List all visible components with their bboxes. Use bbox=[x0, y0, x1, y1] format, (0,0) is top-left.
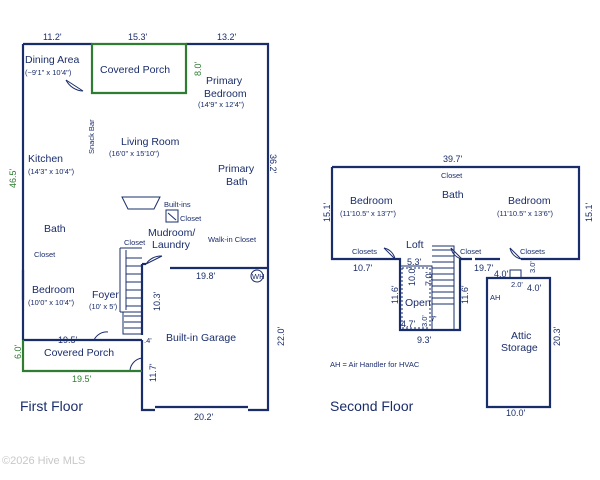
dim-sf-loft-width: 5.3' bbox=[407, 257, 422, 267]
first-floor-walls bbox=[21, 42, 270, 412]
sf-bedroom-right-size: (11'10.5" x 13'6") bbox=[497, 209, 553, 218]
dim-sf-left: 15.1' bbox=[322, 202, 332, 222]
dim-bay-depth: 11.7' bbox=[148, 363, 158, 382]
room-dining: Dining Area bbox=[25, 54, 79, 66]
dim-sf-open-small: 7' bbox=[431, 314, 437, 323]
dim-garage-top: 19.8' bbox=[196, 271, 216, 281]
room-living: Living Room bbox=[121, 136, 180, 148]
dim-porch-width: 19.5' bbox=[58, 335, 78, 345]
sf-bath: Bath bbox=[442, 189, 464, 201]
dim-left-height: 46.5' bbox=[8, 168, 18, 188]
sf-bedroom-left: Bedroom bbox=[350, 195, 393, 207]
room-primary-bedroom-size: (14'9" x 12'4") bbox=[198, 100, 245, 109]
dim-garage-left: 10.3' bbox=[152, 291, 162, 311]
room-closet-b: Closet bbox=[34, 250, 56, 259]
room-walk-in-closet: Walk-in Closet bbox=[208, 235, 257, 244]
sf-closet-top: Closet bbox=[441, 171, 463, 180]
room-closet-a: Closet bbox=[180, 214, 202, 223]
room-built-ins: Built-ins bbox=[164, 200, 191, 209]
sf-open: Open bbox=[405, 297, 431, 309]
room-kitchen-size: (14'3" x 10'4") bbox=[28, 167, 75, 176]
dim-garage-bottom: 20.2' bbox=[194, 412, 214, 422]
label-wh: WH bbox=[252, 272, 265, 281]
room-living-size: (16'0" x 15'10") bbox=[109, 149, 160, 158]
dim-right-height: 36.2' bbox=[268, 154, 278, 174]
dim-sf-loft-right: 11.6' bbox=[460, 285, 470, 304]
dim-top-right: 13.2' bbox=[217, 32, 237, 42]
dim-top-mid: 15.3' bbox=[128, 32, 148, 42]
dim-porch-drop: 8.0' bbox=[193, 61, 203, 76]
sf-legend: AH = Air Handler for HVAC bbox=[330, 360, 420, 369]
dim-garage-right: 22.0' bbox=[276, 326, 286, 346]
room-foyer: Foyer bbox=[92, 289, 119, 301]
sf-loft: Loft bbox=[406, 239, 424, 251]
sf-closets-right: Closets bbox=[520, 247, 545, 256]
sf-bedroom-left-size: (11'10.5" x 13'7") bbox=[340, 209, 396, 218]
room-foyer-size: (10' x 5') bbox=[89, 302, 118, 311]
dim-sf-open-v2: 7.0' bbox=[424, 271, 434, 286]
room-closet-c: Closet bbox=[124, 238, 146, 247]
dim-sf-open-h: 4.7' bbox=[401, 319, 416, 329]
room-kitchen: Kitchen bbox=[28, 153, 63, 165]
second-floor-walls bbox=[330, 165, 581, 409]
dim-sf-right-bottom: 19.7' bbox=[474, 263, 494, 273]
dim-sf-attic-notch-h: 3.0' bbox=[528, 261, 537, 273]
dim-sf-attic-width: 10.0' bbox=[506, 408, 526, 418]
porch-outlines bbox=[21, 42, 188, 373]
dim-sf-attic-height: 20.3' bbox=[552, 326, 562, 346]
dim-sf-open-v1: 10.0' bbox=[407, 266, 417, 286]
dim-sf-right: 15.1' bbox=[584, 202, 594, 222]
room-bath: Bath bbox=[44, 223, 66, 235]
room-snack-bar: Snack Bar bbox=[87, 119, 96, 154]
dim-sf-open-v3: 3.0' bbox=[420, 315, 429, 327]
dim-porch-depth: 6.0' bbox=[13, 344, 23, 359]
watermark: ©2026 Hive MLS bbox=[2, 455, 85, 467]
room-covered-porch-bottom: Covered Porch bbox=[44, 347, 114, 359]
dim-top-left: 11.2' bbox=[43, 32, 62, 42]
room-covered-porch-top: Covered Porch bbox=[100, 64, 170, 76]
sf-closets-left: Closets bbox=[352, 247, 377, 256]
sf-bedroom-right: Bedroom bbox=[508, 195, 551, 207]
dim-sf-attic-a: 2.0' bbox=[511, 280, 523, 289]
room-dining-size: (~9'1" x 10'4") bbox=[25, 68, 72, 77]
sf-closet-mid: Closet bbox=[460, 247, 482, 256]
dim-sf-attic-notch-w: 4.0' bbox=[494, 269, 509, 279]
first-floor-title: First Floor bbox=[20, 398, 83, 414]
dim-sf-attic-b: 4.0' bbox=[527, 283, 542, 293]
room-mudroom: Mudroom/Laundry bbox=[148, 227, 195, 251]
room-bedroom-size: (10'0" x 10'4") bbox=[28, 298, 75, 307]
dim-sf-bottom: 9.3' bbox=[417, 335, 432, 345]
dim-sf-left-bottom: 10.7' bbox=[353, 263, 373, 273]
dim-small-mark: .4' bbox=[144, 336, 152, 345]
dim-sf-top: 39.7' bbox=[443, 154, 463, 164]
room-garage: Built-in Garage bbox=[166, 332, 236, 344]
dim-porch-bottom: 19.5' bbox=[72, 374, 92, 384]
sf-ah: AH bbox=[490, 293, 500, 302]
room-bedroom: Bedroom bbox=[32, 284, 75, 296]
dim-sf-loft-left: 11.6' bbox=[390, 285, 400, 304]
second-floor-title: Second Floor bbox=[330, 398, 414, 414]
